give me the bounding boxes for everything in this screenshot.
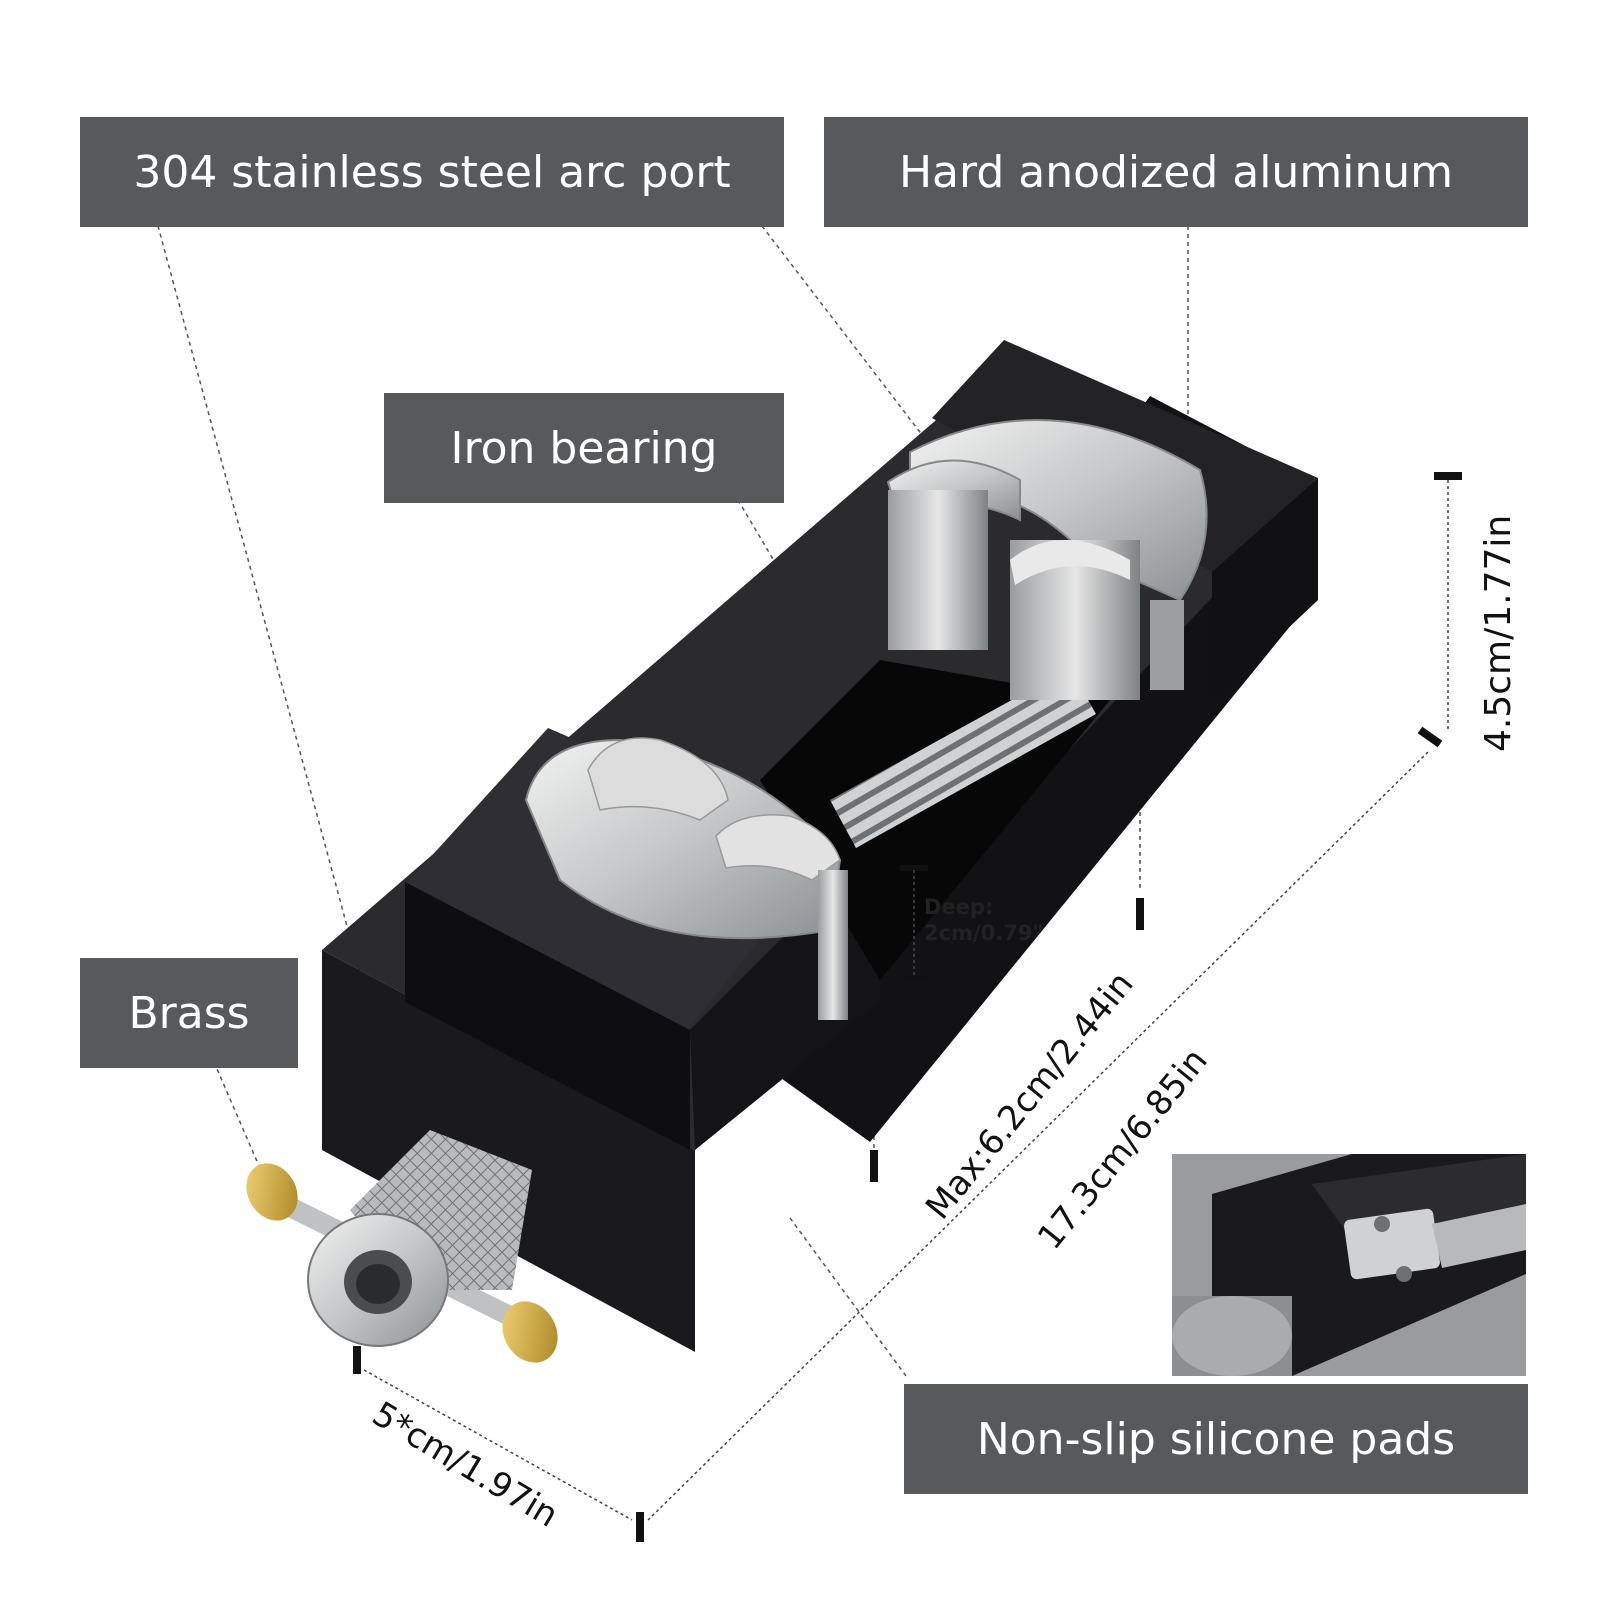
dimension-deep: Deep: 2cm/0.79" [924,894,1043,946]
dimension-guides [363,480,1449,1521]
inset-photo [1172,1154,1526,1376]
label-aluminum: Hard anodized aluminum [824,117,1528,227]
knurled-knob [246,1130,558,1363]
front-jaw [524,737,848,1020]
dimension-height: 4.5cm/1.77in [1478,514,1519,752]
label-bearing: Iron bearing [384,393,784,503]
dimension-markers [353,472,1462,1542]
label-pads: Non-slip silicone pads [904,1384,1528,1494]
rear-jaw [886,419,1208,700]
inset-illustration [1172,1154,1526,1376]
deep-label: Deep: [924,895,994,919]
label-arc-port: 304 stainless steel arc port [80,117,784,227]
deep-value: 2cm/0.79" [924,921,1044,945]
lead-screw [830,668,1096,848]
label-brass: Brass [80,958,298,1068]
